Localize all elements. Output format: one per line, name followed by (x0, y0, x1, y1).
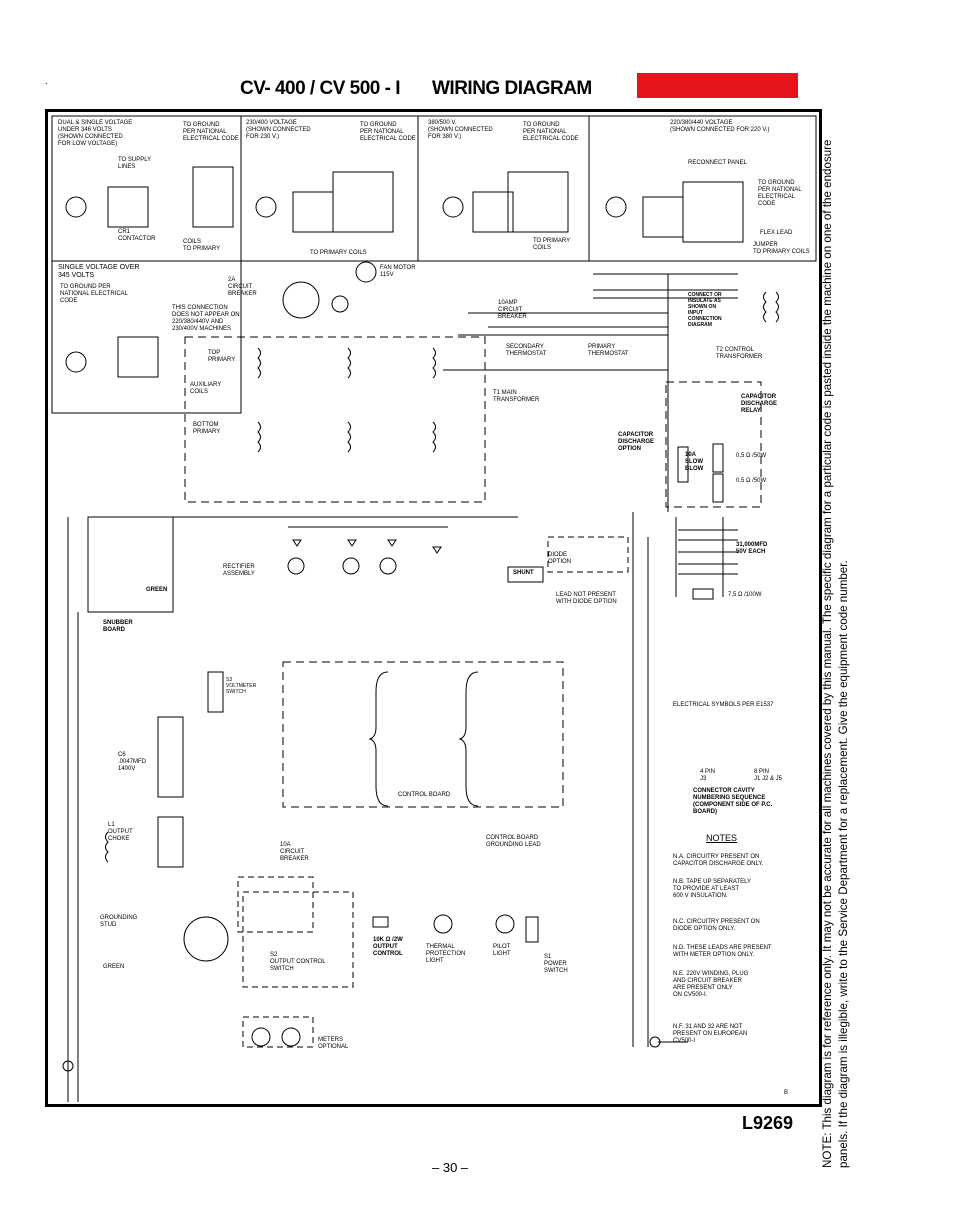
auxiliary-coils-label: AUXILIARY COILS (190, 382, 222, 395)
document-number: L9269 (742, 1113, 794, 1133)
wiring-diagram-lines (51, 115, 817, 1102)
meters-optional-label: METERS OPTIONAL (318, 1037, 349, 1050)
page-title: CV- 400 / CV 500 - I WIRING DIAGRAM (240, 78, 592, 100)
panel5-ground-label: TO GROUND PER NATIONAL ELECTRICAL CODE (60, 284, 129, 304)
side-note: NOTE: This diagram is for reference only… (821, 139, 850, 1168)
voltmeter-switch-label: S3 VOLTMETER SWITCH (226, 677, 257, 695)
resistor-r2-label: 7,5 Ω /100W (728, 592, 762, 598)
connect-insulate-note: CONNECT OR INSULATE AS SHOWN ON INPUT CO… (688, 292, 722, 328)
green-ground-label: GREEN (103, 964, 125, 970)
fuse-10a-label: 10A SLOW BLOW (685, 452, 704, 472)
lead-note-label: LEAD NOT PRESENT WITH DIODE OPTION (556, 592, 617, 605)
output-control-pot-label: 10K Ω /2W OUTPUT CONTROL (373, 937, 403, 957)
resistor-r7-label: 0.5 Ω /50W (736, 478, 767, 484)
output-control-switch-label: S2 OUTPUT CONTROL SWITCH (270, 952, 326, 972)
wiring-diagram-frame: DUAL & SINGLE VOLTAGE UNDER 346 VOLTS (S… (45, 109, 822, 1107)
red-header-bar (637, 73, 798, 98)
breaker-10a-top-label: 10AMP CIRCUIT BREAKER (498, 300, 527, 320)
panel1-coils-label: COILS TO PRIMARY (183, 239, 221, 252)
top-panels-box (51, 115, 817, 262)
panel-220-380-440-label: 220/380/440 VOLTAGE (SHOWN CONNECTED FOR… (670, 120, 770, 133)
capacitor-discharge-relay-label: CAPACITOR DISCHARGE RELAY (741, 394, 778, 414)
title-text: WIRING DIAGRAM (432, 78, 592, 99)
capacitor-discharge-option-label: CAPACITOR DISCHARGE OPTION (618, 432, 655, 452)
control-board-label: CONTROL BOARD (398, 792, 451, 798)
breaker-10a-bottom-label: 10A CIRCUIT BREAKER (280, 842, 309, 862)
note-nf: N.F. 31 AND 32 ARE NOT PRESENT ON EUROPE… (673, 1024, 748, 1044)
panel4-ground-label: TO GROUND PER NATIONAL ELECTRICAL CODE (758, 180, 802, 207)
connector-cavity-label: CONNECTOR CAVITY NUMBERING SEQUENCE (COM… (693, 788, 773, 815)
panel4-reconnect-label: RECONNECT PANEL (688, 160, 747, 166)
pilot-light-label: PILOT LIGHT (493, 944, 511, 957)
resistor-r8-label: 0,5 Ω /50W (736, 453, 767, 459)
panel-380-500-label: 380/500 V. (SHOWN CONNECTED FOR 380 V.) (428, 120, 493, 140)
note-na: N.A. CIRCUITRY PRESENT ON CAPACITOR DISC… (673, 854, 764, 867)
control-board-ground-label: CONTROL BOARD GROUNDING LEAD (486, 835, 541, 848)
panel4-flex-lead-label: FLEX LEAD (760, 230, 793, 236)
circuit-breaker-2a-label: 2A CIRCUIT BREAKER (228, 277, 257, 297)
panel2-coils-label: TO PRIMARY COILS (310, 250, 367, 256)
thermal-protection-light-label: THERMAL PROTECTION LIGHT (426, 944, 466, 964)
panel3-ground-label: TO GROUND PER NATIONAL ELECTRICAL CODE (523, 122, 579, 142)
top-primary-label: TOP PRIMARY (208, 350, 236, 363)
electrical-symbols-label: ELECTRICAL SYMBOLS PER E1537 (673, 702, 774, 708)
note-nb: N.B. TAPE UP SEPARATELY TO PROVIDE AT LE… (673, 879, 752, 899)
title-model: CV- 400 / CV 500 - I (240, 78, 401, 99)
note-nd: N.D. THESE LEADS ARE PRESENT WITH METER … (673, 945, 772, 958)
fan-motor-label: FAN MOTOR 115V (380, 265, 416, 278)
panel1-contactor-label: CR1 CONTACTOR (118, 229, 156, 242)
power-switch-label: S1 POWER SWITCH (544, 954, 568, 974)
rectifier-assembly-label: RECTIFIER ASSEMBLY (223, 564, 255, 577)
c6-capacitor-label: C6 .0047MFD 1400V (118, 752, 147, 772)
green-wire-label: GREEN (146, 587, 168, 593)
panel1-supply-label: TO SUPPLY LINES (118, 157, 152, 170)
capacitors-label: 31,000MFD 50V EACH (736, 542, 768, 555)
panel4-jumper-label: JUMPER TO PRIMARY COILS (753, 242, 810, 255)
panel3-coils-label: TO PRIMARY COILS (533, 238, 571, 251)
revision-letter: B (784, 1090, 789, 1096)
page-number: – 30 – (432, 1160, 469, 1175)
snubber-board-label: SNUBBER BOARD (103, 620, 133, 633)
output-choke-label: L1 OUTPUT CHOKE (108, 822, 133, 842)
header-dot: . (45, 76, 48, 87)
shunt-label: SHUNT (513, 570, 534, 576)
grounding-stud-label: GROUNDING STUD (100, 915, 138, 928)
panel-230-400-label: 230/400 VOLTAGE (SHOWN CONNECTED FOR 230… (246, 120, 311, 140)
note-ne: N.E. 220V WINDING, PLUG AND CIRCUIT BREA… (673, 971, 749, 998)
t1-main-transformer-label: T1 MAIN TRANSFORMER (493, 390, 540, 403)
panel1-ground-label: TO GROUND PER NATIONAL ELECTRICAL CODE (183, 122, 239, 142)
connection-note-label: THIS CONNECTION DOES NOT APPEAR ON 220/3… (172, 305, 240, 332)
panel2-ground-label: TO GROUND PER NATIONAL ELECTRICAL CODE (360, 122, 416, 142)
connector-4pin-label: 4 PIN J3 (700, 769, 716, 782)
secondary-thermostat-label: SECONDARY THERMOSTAT (506, 344, 547, 357)
diode-option-label: DIODE OPTION (548, 552, 572, 565)
connector-8pin-label: 8 PIN J1 J2 & J5 (754, 769, 783, 782)
primary-thermostat-label: PRIMARY THERMOSTAT (588, 344, 629, 357)
bottom-primary-label: BOTTOM PRIMARY (193, 422, 221, 435)
t2-control-transformer-label: T2 CONTROL TRANSFORMER (716, 347, 763, 360)
panel-dual-voltage-label: DUAL & SINGLE VOLTAGE UNDER 346 VOLTS (S… (58, 120, 133, 147)
panel-single-voltage-label: SINGLE VOLTAGE OVER 345 VOLTS (58, 264, 140, 279)
note-nc: N.C. CIRCUITRY PRESENT ON DIODE OPTION O… (673, 919, 760, 932)
notes-heading: NOTES (706, 833, 738, 843)
